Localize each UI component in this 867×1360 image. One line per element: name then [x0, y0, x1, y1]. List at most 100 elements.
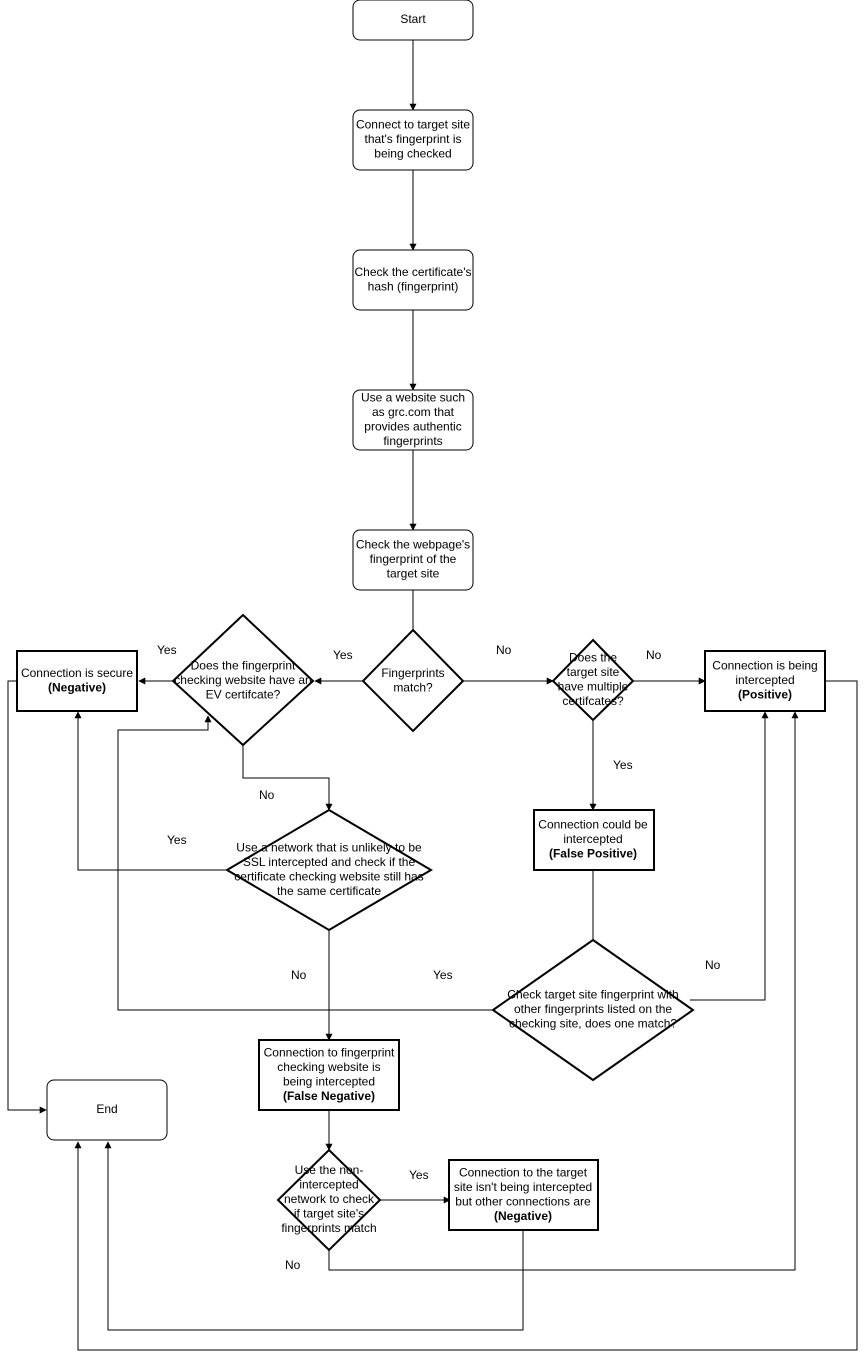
- checking-site-intercepted-line: Connection to fingerprint: [264, 1045, 395, 1059]
- check-hash-line: hash (fingerprint): [368, 279, 459, 293]
- edge-label-other-no: No: [705, 958, 721, 972]
- check-other-fingerprints-line: other fingerprints listed on the: [514, 1002, 672, 1016]
- intercepted-positive-node: [704, 650, 826, 712]
- use-non-intercepted-line: if target site's: [294, 1207, 364, 1221]
- target-not-intercepted-line: (Negative): [494, 1209, 552, 1223]
- edge-check-other-yes-to-ev: [117, 715, 494, 1011]
- start-label: Start: [400, 12, 426, 26]
- fingerprints-match-line: match?: [393, 680, 433, 694]
- secure-negative-node: [16, 650, 138, 712]
- secure-negative-label: Connection is secure(Negative): [21, 666, 133, 695]
- multiple-certs-line: certifcates?: [562, 694, 624, 708]
- connect-line: Connect to target site: [356, 118, 470, 132]
- intercepted-positive-line: Connection is being: [712, 659, 817, 673]
- target-not-intercepted-line: Connection to the target: [459, 1165, 588, 1179]
- unlikely-network-line: the same certificate: [277, 884, 381, 898]
- edge-label-nonint-no: No: [285, 1258, 301, 1272]
- check-webpage-line: target site: [387, 567, 440, 581]
- check-other-fingerprints-line: checking site, does one match?: [509, 1017, 677, 1031]
- edge-ev-no-to-unlikely-network: [242, 745, 333, 811]
- use-website-line: provides authentic: [364, 419, 461, 433]
- edges: [7, 40, 858, 1351]
- secure-negative-line: (Negative): [48, 680, 106, 694]
- could-be-intercepted-line: (False Positive): [549, 847, 637, 861]
- multiple-certs-line: target site: [567, 665, 620, 679]
- end-line: End: [96, 1102, 117, 1116]
- check-hash-line: Check the certificate's: [354, 265, 471, 279]
- unlikely-network-line: SSL intercepted and check if the: [243, 855, 416, 869]
- secure-negative-line: Connection is secure: [21, 666, 133, 680]
- ev-certificate-line: Does the fingerprint: [191, 659, 296, 673]
- edge-label-multiple-no: No: [646, 648, 662, 662]
- fingerprints-match-decision: [361, 628, 465, 733]
- edge-secure-to-end: [7, 680, 47, 1114]
- edge-label-ev-no: No: [259, 788, 275, 802]
- unlikely-network-line: Use a network that is unlikely to be: [236, 840, 422, 854]
- edge-label-nonint-yes: Yes: [409, 1168, 429, 1182]
- edge-label-ev-yes: Yes: [157, 643, 177, 657]
- use-website-line: fingerprints: [383, 434, 442, 448]
- connect-node: [352, 109, 474, 171]
- end-node: [46, 1079, 168, 1141]
- ev-certificate-line: checking website have an: [174, 673, 311, 687]
- intercepted-positive-line: (Positive): [738, 688, 792, 702]
- edge-check-other-no-to-intercepted: [690, 711, 769, 1001]
- edge-label-unlikely-yes: Yes: [167, 833, 187, 847]
- edge-unlikely-yes-to-secure: [74, 711, 229, 871]
- start-node: [352, 0, 474, 41]
- nodes: [16, 0, 826, 1252]
- check-webpage-line: Check the webpage's: [356, 538, 470, 552]
- could-be-intercepted-line: Connection could be: [538, 818, 648, 832]
- could-be-intercepted-node: [533, 809, 655, 871]
- use-non-intercepted-decision: [276, 1148, 382, 1252]
- intercepted-positive-line: intercepted: [735, 673, 794, 687]
- connect-line: that's fingerprint is: [364, 132, 461, 146]
- connect-line: being checked: [374, 147, 451, 161]
- edge-label-unlikely-no: No: [291, 968, 307, 982]
- edge-label-multiple-yes: Yes: [613, 758, 633, 772]
- multiple-certs-line: have multiple: [558, 679, 629, 693]
- ev-certificate-decision: [171, 613, 315, 747]
- checking-site-intercepted-node: [258, 1039, 400, 1111]
- edge-target-not-to-end: [104, 1141, 524, 1331]
- use-non-intercepted-line: intercepted: [299, 1178, 358, 1192]
- ev-certificate-line: EV certifcate?: [206, 688, 281, 702]
- target-not-intercepted-line: but other connections are: [455, 1194, 591, 1208]
- check-webpage-line: fingerprint of the: [370, 552, 457, 566]
- use-website-node: [352, 389, 474, 451]
- checking-site-intercepted-line: being intercepted: [283, 1074, 375, 1088]
- edge-non-intercepted-no-to-intercepted: [328, 711, 799, 1271]
- use-non-intercepted-line: network to check: [284, 1192, 375, 1206]
- edge-intercepted-to-end: [74, 680, 858, 1351]
- fingerprints-match-line: Fingerprints: [381, 666, 444, 680]
- edge-label-match-yes: Yes: [333, 648, 353, 662]
- check-other-fingerprints-decision: [491, 938, 695, 1082]
- edge-label-other-yes: Yes: [433, 968, 453, 982]
- edge-labels: Yes No Yes No No Yes Yes No Yes No Yes N…: [157, 643, 721, 1272]
- use-website-line: as grc.com that: [372, 405, 455, 419]
- unlikely-network-line: certificate checking website still has: [234, 869, 423, 883]
- multiple-certs-line: Does the: [569, 650, 617, 664]
- could-be-intercepted-line: intercepted: [563, 832, 622, 846]
- use-website-line: Use a website such: [361, 390, 465, 404]
- target-not-intercepted-line: site isn't being intercepted: [454, 1180, 592, 1194]
- start-line: Start: [400, 12, 426, 26]
- use-non-intercepted-line: fingerprints match: [281, 1221, 376, 1235]
- edge-label-match-no: No: [496, 643, 512, 657]
- end-label: End: [96, 1102, 117, 1116]
- checking-site-intercepted-line: checking website is: [277, 1060, 380, 1074]
